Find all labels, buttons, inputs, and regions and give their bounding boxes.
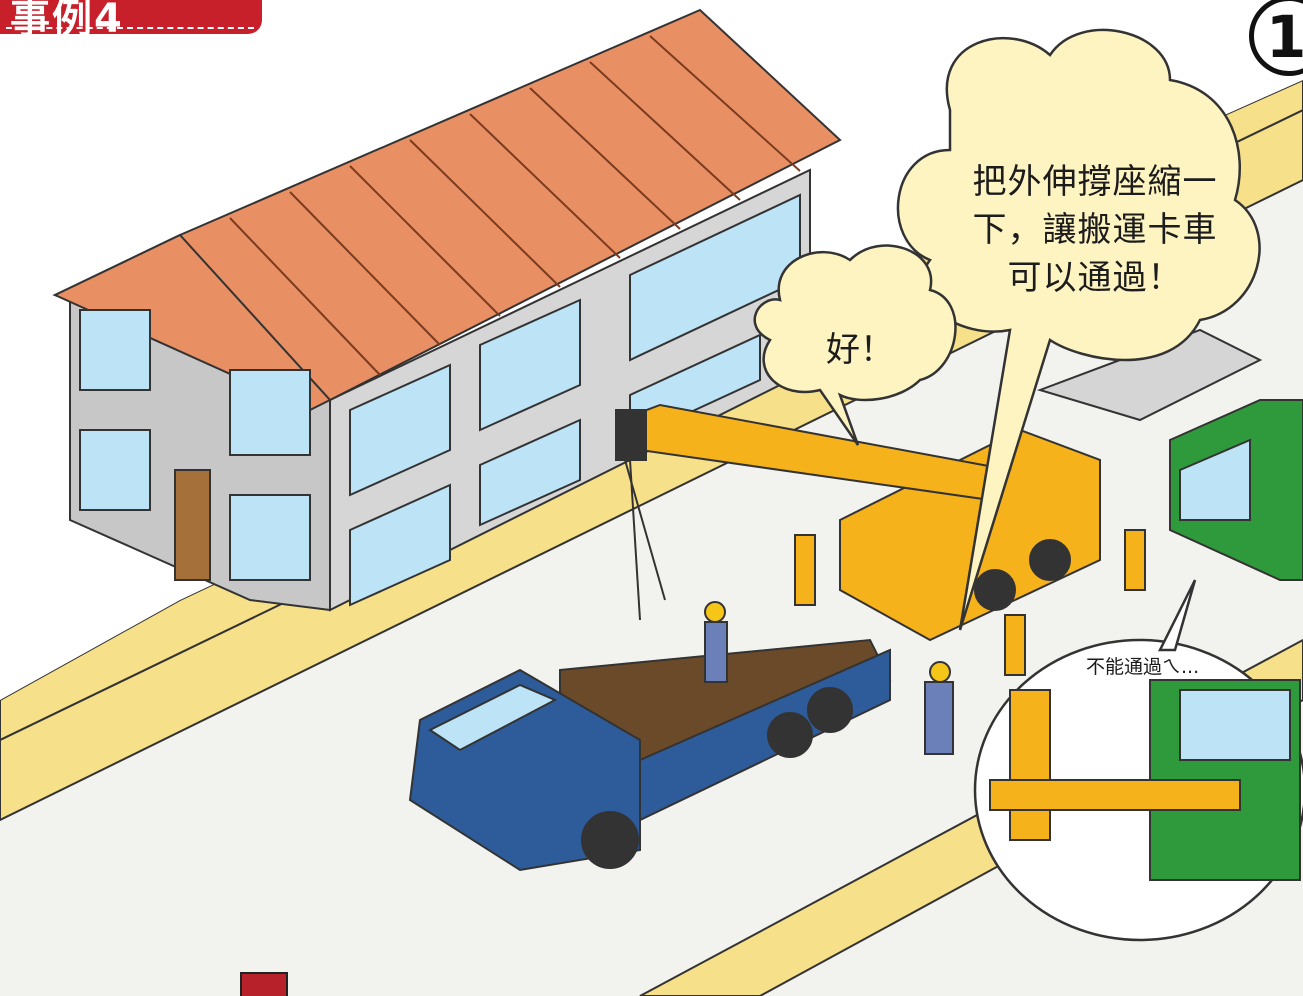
green-truck	[1169, 399, 1303, 581]
inset-bubble	[973, 579, 1303, 942]
case-label: 事例4	[10, 0, 124, 42]
page-edge-tab	[240, 972, 288, 996]
building	[52, 8, 842, 612]
flatbed-truck	[408, 638, 892, 872]
case-badge: 事例4	[0, 0, 262, 42]
panel-number: 1	[1266, 3, 1303, 71]
speech-bubble-reply	[753, 244, 957, 446]
reply-speech-text: 好！	[826, 330, 894, 370]
crane	[615, 403, 1146, 676]
badge-dashed-line	[6, 27, 254, 29]
workers	[704, 601, 954, 755]
supervisor-speech-text: 把外伸撐座縮一下，讓搬運卡車可以通過！	[972, 162, 1218, 298]
truck-speech-text: 不能通過ㄟ...	[1086, 656, 1200, 678]
